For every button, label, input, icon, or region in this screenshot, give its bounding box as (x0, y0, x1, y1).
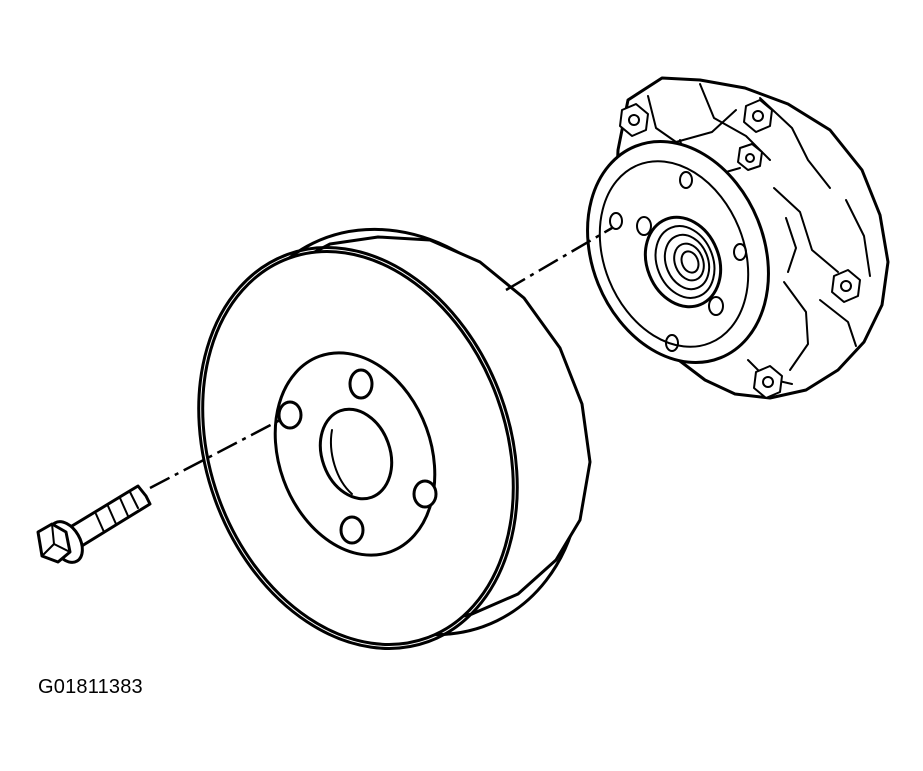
housing-bolt (737, 143, 763, 171)
housing-bolt (753, 365, 783, 399)
pulley (197, 227, 592, 650)
plate-hole (665, 334, 679, 352)
bolt (36, 484, 152, 564)
plate-hole (679, 171, 693, 189)
plate-hole (708, 296, 724, 316)
plate-hole (733, 243, 747, 261)
housing-bolt (743, 99, 773, 133)
pulley-bolt-hole (412, 479, 438, 509)
plate-hole (609, 212, 623, 230)
hub-assembly (586, 76, 890, 400)
alignment-line-bolt-to-pulley (149, 416, 285, 490)
plate-hole (636, 216, 652, 236)
pulley-bolt-hole (339, 515, 365, 545)
hub-shaft (643, 215, 723, 309)
alignment-line-pulley-to-hub (505, 226, 613, 292)
pulley-bolt-hole (277, 400, 303, 430)
figure-id-label: G01811383 (38, 676, 143, 698)
housing-bolt (831, 269, 861, 303)
housing-bolt (619, 103, 649, 137)
pulley-bolt-hole (348, 368, 374, 400)
pulley-hub-boss (273, 351, 437, 557)
